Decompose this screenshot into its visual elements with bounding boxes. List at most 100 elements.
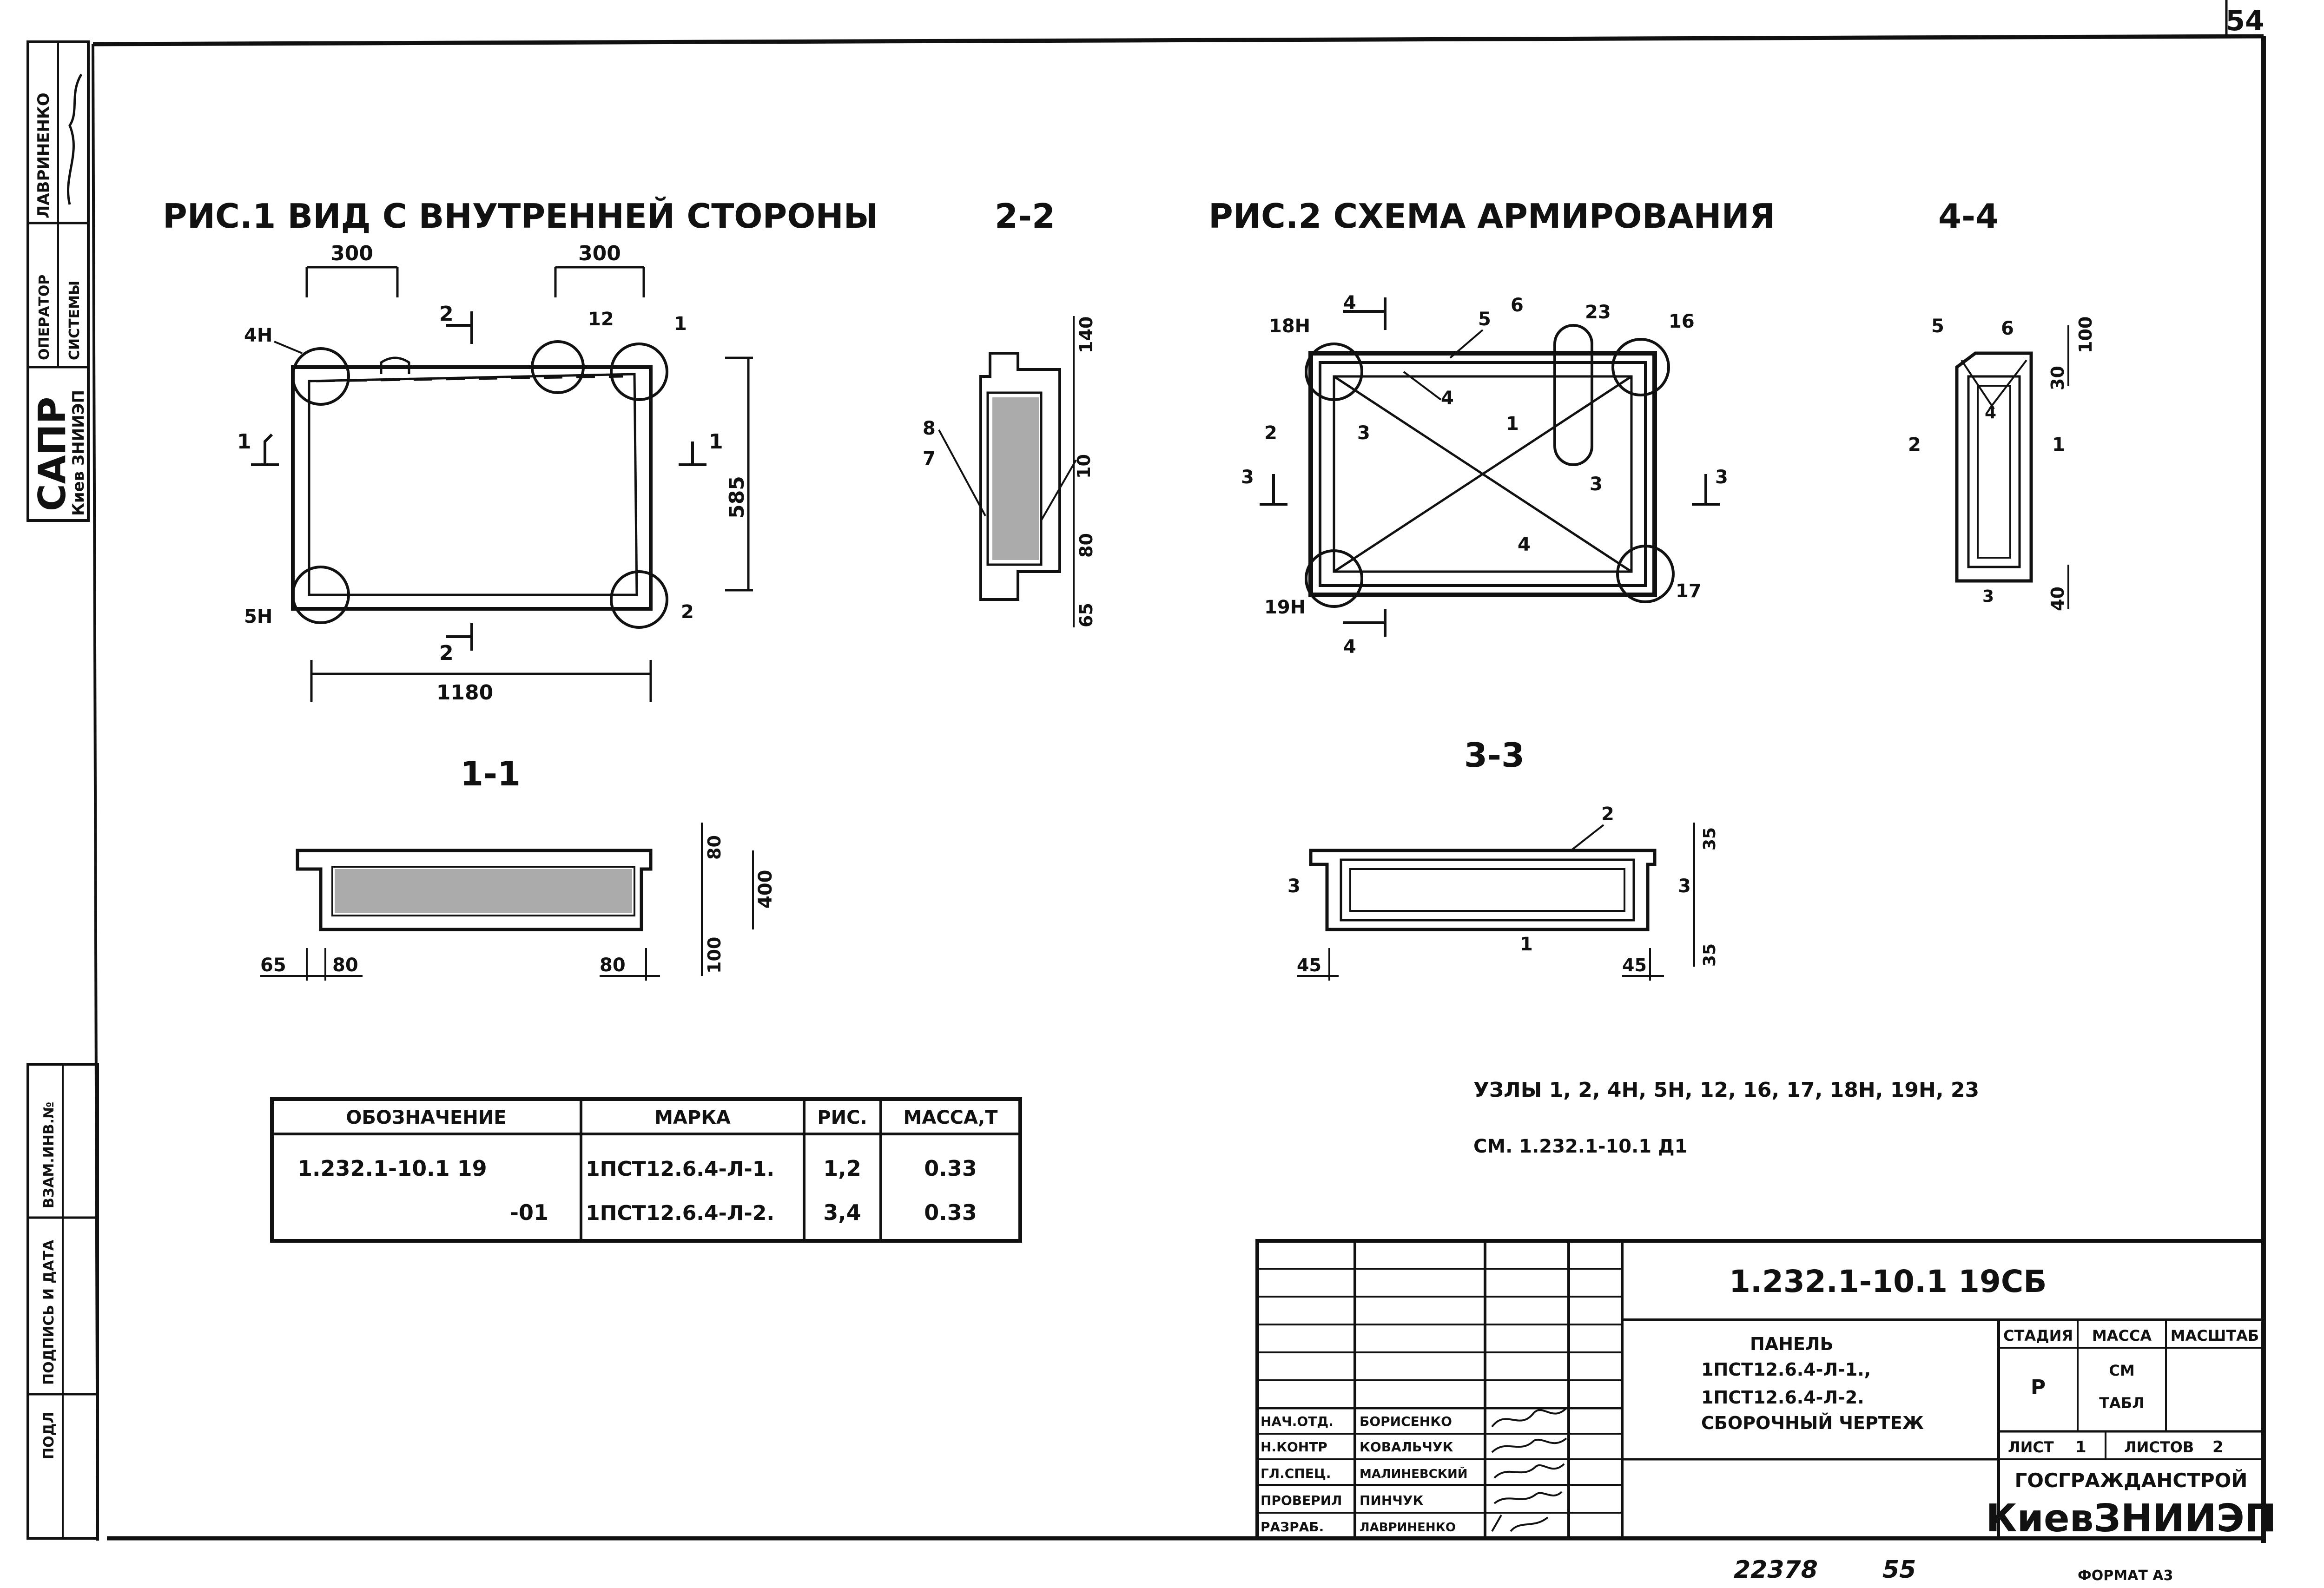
section-1-1-title: 1-1 xyxy=(460,754,521,793)
fig2-n1: 1 xyxy=(1506,413,1519,435)
section-2-2-n7: 7 xyxy=(923,448,936,469)
name-3: МАЛИНЕВСКИЙ xyxy=(1360,1466,1468,1481)
spec-table: ОБОЗНАЧЕНИЕ МАРКА РИС. МАССА,Т 1.232.1-1… xyxy=(270,1097,1022,1243)
side-org: Киев ЗНИИЭП xyxy=(69,390,88,516)
signatures xyxy=(1491,1407,1567,1532)
section-1-1-dim-80-right: 80 xyxy=(600,955,626,976)
section-3-3-n3-left: 3 xyxy=(1287,876,1301,897)
scale-label: МАСШТАБ xyxy=(2171,1327,2259,1344)
role-3: ГЛ.СПЕЦ. xyxy=(1261,1466,1331,1481)
fig2-n18h: 18Н xyxy=(1269,316,1310,337)
section-4-4-n4: 4 xyxy=(1985,403,1996,422)
sheet-label: ЛИСТ xyxy=(2008,1438,2054,1456)
doc-name-line4: СБОРОЧНЫЙ ЧЕРТЕЖ xyxy=(1701,1413,1924,1433)
side-operator-label-2: СИСТЕМЫ xyxy=(66,281,83,360)
fig1-dim-width: 1180 xyxy=(436,681,493,705)
section-2-2: 2-2 140 80 65 8 7 10 xyxy=(923,197,1096,627)
fig1-dim-height: 585 xyxy=(725,476,749,519)
side-podpis: ПОДПИСЬ И ДАТА xyxy=(41,1239,57,1385)
side-vzam: ВЗАМ.ИНВ.№ xyxy=(41,1102,57,1208)
section-3-3-dim-35-top: 35 xyxy=(1700,827,1719,850)
stage-label: СТАДИЯ xyxy=(2003,1327,2073,1344)
section-2-2-dim-65: 65 xyxy=(1076,603,1096,627)
title-block xyxy=(1255,1239,2265,1540)
fig1-view: РИС.1 ВИД С ВНУТРЕННЕЙ СТОРОНЫ 300 300 5… xyxy=(163,197,878,705)
fig1-node-4h: 4Н xyxy=(244,325,272,346)
spec-row1-designation: 1.232.1-10.1 19 xyxy=(297,1156,487,1181)
fig1-cut-2-top: 2 xyxy=(439,302,454,326)
fig1-cut-1-left: 1 xyxy=(237,430,251,454)
mass-label: МАССА xyxy=(2092,1327,2152,1344)
section-3-3: 3-3 2 3 3 1 45 45 35 35 xyxy=(1287,736,1719,981)
section-1-1-dim-80-top: 80 xyxy=(704,835,725,860)
side-operator-name: ЛАВРИНЕНКО xyxy=(34,92,53,218)
fig1-node-5h: 5Н xyxy=(244,606,272,627)
role-5: РАЗРАБ. xyxy=(1261,1519,1324,1535)
doc-name-line1: ПАНЕЛЬ xyxy=(1750,1334,1834,1354)
side-podl: ПОДЛ xyxy=(41,1412,57,1459)
section-1-1-dim-100: 100 xyxy=(704,937,725,974)
sheet-value: 1 xyxy=(2075,1438,2086,1456)
fig2-n4e: 4 xyxy=(1343,636,1356,658)
spec-header-designation: ОБОЗНАЧЕНИЕ xyxy=(346,1107,506,1128)
nodes-note-line2: СМ. 1.232.1-10.1 Д1 xyxy=(1473,1136,1688,1157)
section-4-4-n5: 5 xyxy=(1931,316,1944,337)
spec-header-mark: МАРКА xyxy=(654,1107,731,1128)
sheets-value: 2 xyxy=(2212,1438,2224,1456)
section-3-3-n3-right: 3 xyxy=(1678,876,1691,897)
fig2-n2: 2 xyxy=(1264,422,1277,444)
footer-format: ФОРМАТ А3 xyxy=(2078,1568,2173,1584)
fig2-n16: 16 xyxy=(1669,311,1695,332)
fig2-title: РИС.2 СХЕМА АРМИРОВАНИЯ xyxy=(1208,197,1775,236)
sheets-label: ЛИСТОВ xyxy=(2124,1438,2194,1456)
section-4-4-dim-100: 100 xyxy=(2075,316,2096,353)
section-4-4-dim-40: 40 xyxy=(2047,586,2068,611)
section-1-1-dim-80-left: 80 xyxy=(332,955,358,976)
fig1-title: РИС.1 ВИД С ВНУТРЕННЕЙ СТОРОНЫ xyxy=(163,197,878,236)
footer-page: 55 xyxy=(1882,1556,1916,1584)
section-4-4-n1: 1 xyxy=(2052,434,2065,455)
page-number: 54 xyxy=(2225,5,2265,37)
spec-row2-mass: 0.33 xyxy=(924,1200,977,1225)
role-1: НАЧ.ОТД. xyxy=(1261,1414,1334,1429)
fig2-n4b: 4 xyxy=(1441,388,1454,409)
title-block-text: 1.232.1-10.1 19СБ ПАНЕЛЬ 1ПСТ12.6.4-Л-1.… xyxy=(1261,1264,2276,1541)
section-1-1: 1-1 80 400 100 65 80 80 xyxy=(260,754,776,981)
fig2-n3d: 3 xyxy=(1715,467,1728,488)
doc-name-line3: 1ПСТ12.6.4-Л-2. xyxy=(1701,1387,1864,1408)
spec-row2-mark: 1ПСТ12.6.4-Л-2. xyxy=(586,1201,774,1225)
org-1: ГОСГРАЖДАНСТРОЙ xyxy=(2015,1469,2248,1492)
role-4: ПРОВЕРИЛ xyxy=(1261,1493,1342,1508)
fig2-n3b: 3 xyxy=(1590,474,1603,495)
section-2-2-n8: 8 xyxy=(923,418,936,439)
spec-row2-fig: 3,4 xyxy=(823,1200,861,1225)
org-2: КиевЗНИИЭП xyxy=(1986,1496,2277,1541)
section-3-3-n2: 2 xyxy=(1601,804,1614,825)
mass-value-1: СМ xyxy=(2109,1362,2134,1379)
section-4-4-n3: 3 xyxy=(1982,587,1994,606)
name-1: БОРИСЕНКО xyxy=(1360,1414,1452,1429)
spec-header-fig: РИС. xyxy=(817,1107,867,1128)
mass-value-2: ТАБЛ xyxy=(2099,1394,2145,1412)
side-sapr: САПР xyxy=(31,397,74,511)
fig2-n5: 5 xyxy=(1478,309,1491,330)
role-2: Н.КОНТР xyxy=(1261,1439,1327,1455)
name-5: ЛАВРИНЕНКО xyxy=(1360,1521,1456,1535)
fig2-n3a: 3 xyxy=(1357,422,1370,444)
fig2-n4c: 4 xyxy=(1518,534,1531,555)
section-4-4-n6: 6 xyxy=(2001,318,2014,339)
fig2-n6: 6 xyxy=(1511,295,1524,316)
section-4-4: 4-4 5 6 4 2 1 3 100 30 40 xyxy=(1908,197,2096,611)
section-3-3-dim-45-right: 45 xyxy=(1622,955,1647,975)
fig1-node-2: 2 xyxy=(681,601,694,623)
spec-row2-designation: -01 xyxy=(510,1200,548,1225)
fig2-n17: 17 xyxy=(1676,580,1702,602)
fig1-dim-top-left: 300 xyxy=(330,242,373,265)
section-2-2-title: 2-2 xyxy=(995,197,1055,236)
fig1-node-1: 1 xyxy=(674,313,687,335)
section-4-4-n2: 2 xyxy=(1908,434,1921,455)
fig2-view: РИС.2 СХЕМА АРМИРОВАНИЯ 4 4 18Н 19Н 5 6 … xyxy=(1208,197,1775,658)
fig2-n3c: 3 xyxy=(1241,467,1254,488)
fig1-dim-top-right: 300 xyxy=(578,242,621,265)
